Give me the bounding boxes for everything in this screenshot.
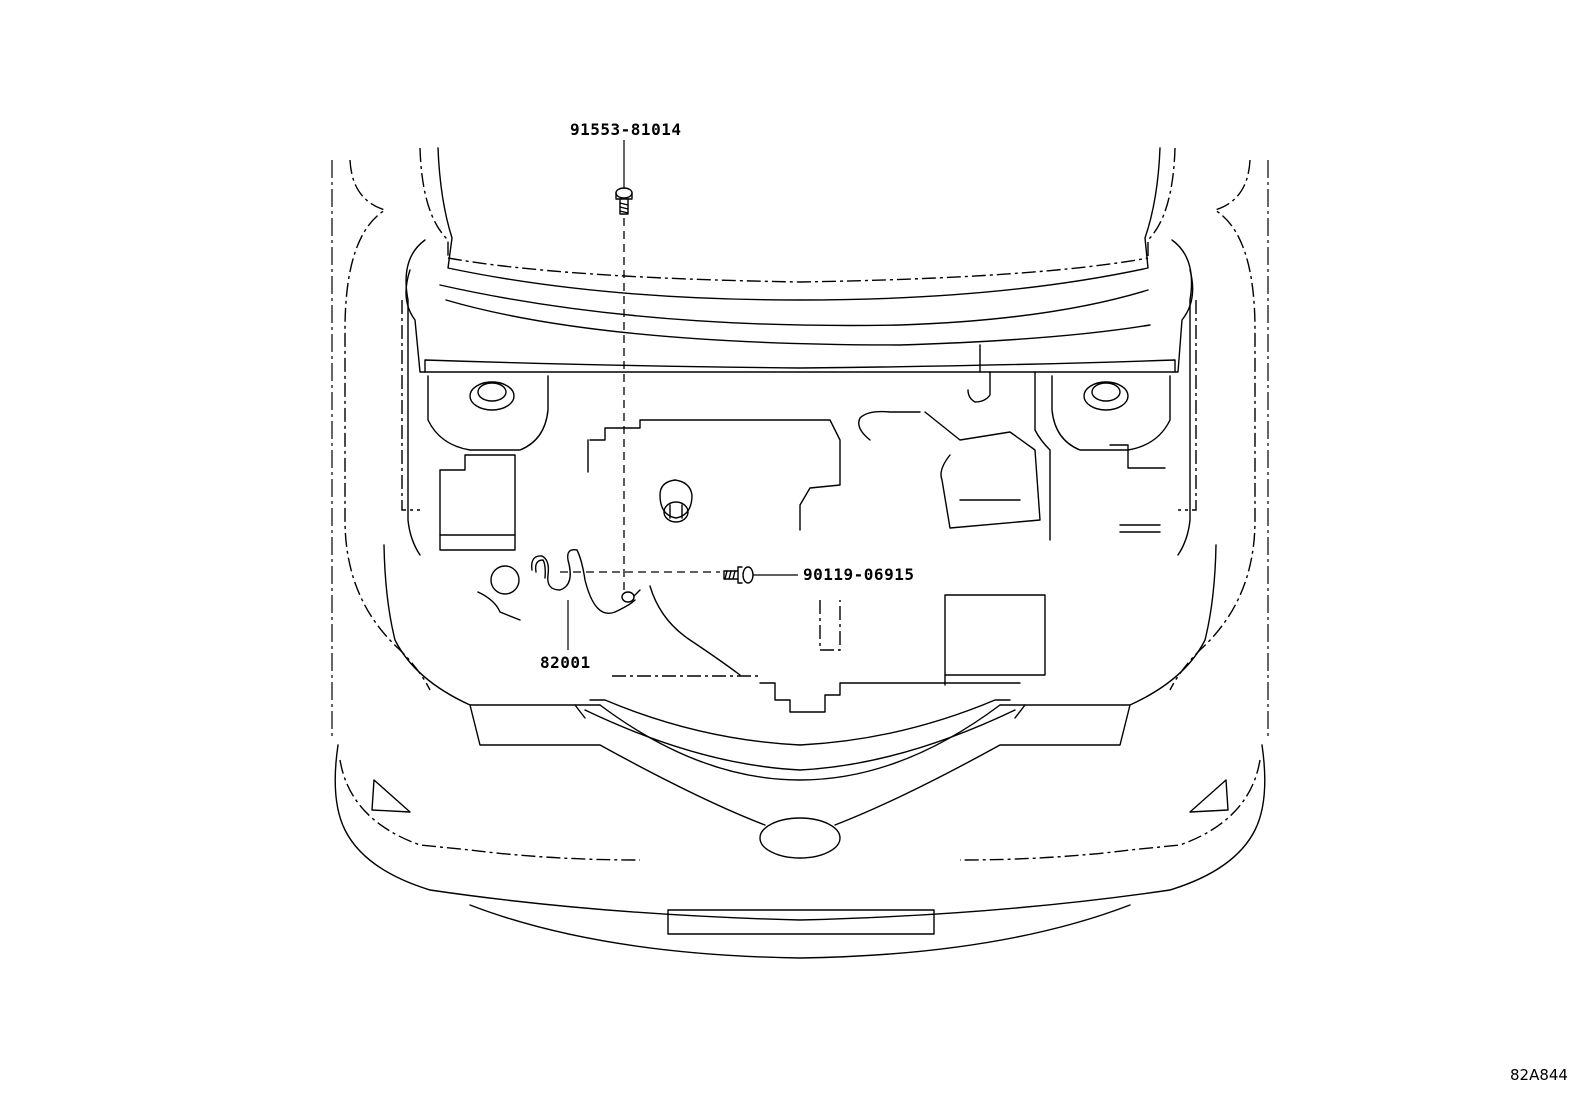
illustration-reference: 82A844 xyxy=(1510,1066,1568,1084)
front-fascia xyxy=(383,544,1217,826)
bolt-91553-81014 xyxy=(615,140,633,590)
ground-cable xyxy=(531,549,641,614)
part-label-90119-06915[interactable]: 90119-06915 xyxy=(803,565,915,584)
bolt-90119-06915 xyxy=(560,566,798,584)
part-label-91553-81014[interactable]: 91553-81014 xyxy=(570,120,682,139)
air-intake xyxy=(858,371,1166,541)
strut-towers xyxy=(427,375,1171,451)
battery-area xyxy=(439,454,521,621)
windshield-cowl xyxy=(405,147,1194,373)
lower-compartment xyxy=(612,585,1046,713)
fender-lines xyxy=(401,239,1197,556)
part-label-82001[interactable]: 82001 xyxy=(540,653,591,672)
engine-cover xyxy=(587,419,841,531)
front-bumper xyxy=(334,744,1266,959)
